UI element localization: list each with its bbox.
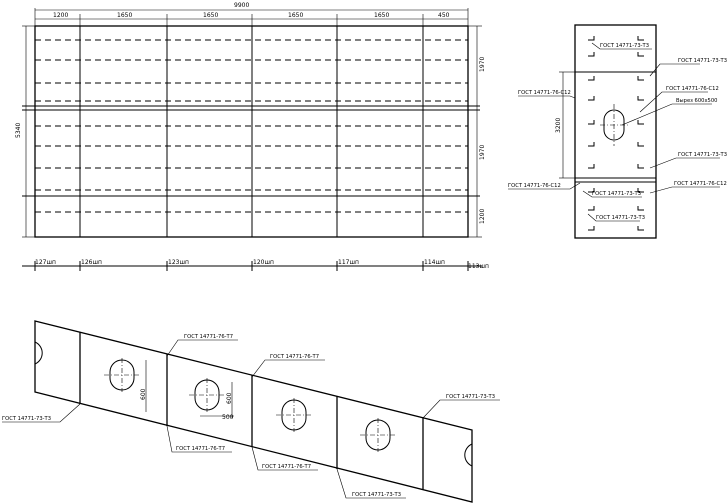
iso-label-t7-b: ГОСТ 14771-76-Т7 xyxy=(270,354,319,360)
iso-label-t3-bottom: ГОСТ 14771-73-Т3 xyxy=(352,492,401,498)
frame-label-126: 126шп xyxy=(81,259,102,266)
isometric-view: 600 600 500 ГОСТ 14771-76-Т7 ГОСТ 14771-… xyxy=(2,320,500,503)
segment-ticks xyxy=(79,14,424,26)
frame-label-127: 127шп xyxy=(35,259,56,266)
plan-hidden-lines xyxy=(35,39,468,213)
label-section-lower-left: ГОСТ 14771-76-С12 xyxy=(508,183,561,189)
section-leaders xyxy=(508,42,720,222)
iso-label-t7-a: ГОСТ 14771-76-Т7 xyxy=(184,334,233,340)
iso-frame-lines xyxy=(79,332,424,490)
stiffener-marks xyxy=(588,36,644,231)
plan-view: 9900 1200 1650 1650 1650 1650 450 xyxy=(15,2,489,271)
iso-label-t3-right: ГОСТ 14771-73-Т3 xyxy=(446,394,495,400)
dim-right-2: 1970 xyxy=(479,145,486,160)
label-section-right-c12: ГОСТ 14771-76-С12 xyxy=(666,86,719,92)
iso-centerlines xyxy=(104,358,396,452)
dim-segment-2: 1650 xyxy=(117,12,132,19)
section-view: 3200 ГОСТ 14771-73-Т3 ГОСТ 14771-73-Т3 Г… xyxy=(508,24,727,239)
iso-notch-right xyxy=(464,443,473,467)
frame-scale-ticks xyxy=(34,261,469,271)
iso-label-t7-d: ГОСТ 14771-76-Т7 xyxy=(262,464,311,470)
label-section-lower-mid: ГОСТ 14771-73-Т3 xyxy=(592,191,641,197)
iso-label-t3-left: ГОСТ 14771-73-Т3 xyxy=(2,416,51,422)
iso-plate-outline xyxy=(34,320,473,503)
iso-notch-left xyxy=(34,341,43,365)
iso-dim-600-a: 600 xyxy=(140,388,147,400)
label-section-cutout: Вырез 600х500 xyxy=(676,98,717,104)
plan-vertical-frames xyxy=(79,26,424,237)
dim-total-height: 5340 xyxy=(15,123,22,138)
label-section-upper-right: ГОСТ 14771-73-Т3 xyxy=(678,58,727,64)
label-section-lower-right: ГОСТ 14771-76-С12 xyxy=(674,181,727,187)
dim-segment-3: 1650 xyxy=(203,12,218,19)
dim-right-1: 1970 xyxy=(479,57,486,72)
iso-dim-600-b: 600 xyxy=(226,392,233,404)
label-section-top: ГОСТ 14771-73-Т3 xyxy=(600,43,649,49)
dim-segment-1: 1200 xyxy=(53,12,68,19)
frame-label-113: 113шп xyxy=(468,263,489,270)
label-section-bottom: ГОСТ 14771-73-Т3 xyxy=(596,215,645,221)
cutout-shape xyxy=(603,109,625,141)
label-section-mid-right: ГОСТ 14771-73-Т3 xyxy=(678,152,727,158)
dim-segment-4: 1650 xyxy=(288,12,303,19)
dim-right-3: 1200 xyxy=(479,209,486,224)
dim-segment-6: 450 xyxy=(438,12,450,19)
iso-cutouts xyxy=(109,359,391,451)
iso-label-t7-c: ГОСТ 14771-76-Т7 xyxy=(176,446,225,452)
frame-label-120: 120шп xyxy=(253,259,274,266)
section-outline xyxy=(574,24,657,239)
dim-3200: 3200 xyxy=(555,118,562,133)
frame-label-114: 114шп xyxy=(424,259,445,266)
frame-label-117: 117шп xyxy=(338,259,359,266)
iso-leaders xyxy=(2,339,500,499)
iso-dim-500: 500 xyxy=(222,414,234,421)
label-section-left: ГОСТ 14771-76-С12 xyxy=(518,90,571,96)
dim-total-width: 9900 xyxy=(234,2,249,9)
frame-label-123: 123шп xyxy=(168,259,189,266)
dim-segment-5: 1650 xyxy=(374,12,389,19)
